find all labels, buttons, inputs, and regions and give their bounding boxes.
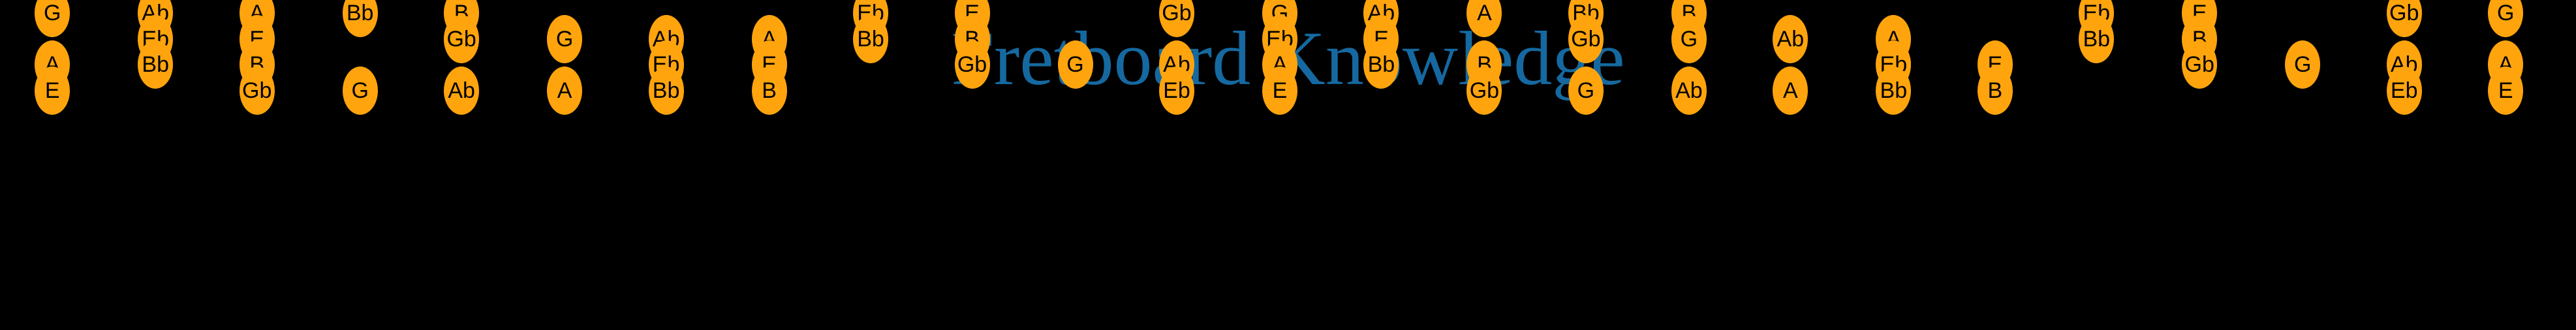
note-label: A (557, 78, 572, 103)
note-label: Gb (1162, 1, 1192, 25)
note-label: Bb (346, 1, 374, 25)
fret-note-marker: B (1977, 67, 2013, 115)
fret-note-marker: A (547, 67, 583, 115)
fret-note-marker: E (35, 67, 70, 115)
fret-note-marker: G (1671, 15, 1707, 63)
fret-note-marker: Gb (954, 40, 990, 89)
note-label: Bb (2083, 27, 2111, 52)
note-label: G (1066, 52, 1084, 77)
fret-note-marker: Bb (138, 40, 174, 89)
note-label: A (1782, 78, 1798, 103)
note-label: Bb (652, 78, 680, 103)
note-label: G (1680, 27, 1698, 52)
note-label: Gb (446, 27, 476, 52)
note-label: B (762, 78, 777, 103)
note-label: Bb (142, 52, 170, 77)
fret-note-marker: G (1057, 40, 1093, 89)
fret-note-marker: Gb (444, 15, 480, 63)
note-label: Bb (857, 27, 884, 52)
fret-note-marker: Gb (2182, 40, 2218, 89)
fret-note-marker: Gb (1466, 67, 1502, 115)
fret-note-marker: Bb (1876, 67, 1912, 115)
note-label: Bb (1367, 52, 1395, 77)
fret-note-marker: Ab (444, 67, 480, 115)
fret-note-marker: G (342, 67, 378, 115)
note-label: Bb (1880, 78, 1908, 103)
fret-note-marker: Bb (1363, 40, 1399, 89)
fret-note-marker: Bb (342, 0, 378, 37)
note-label: Eb (1163, 78, 1190, 103)
note-label: G (2496, 1, 2515, 25)
fret-note-marker: Eb (1158, 67, 1194, 115)
note-label: E (2498, 78, 2513, 103)
fret-note-marker: Gb (2386, 0, 2422, 37)
fret-note-marker: G (2488, 0, 2524, 37)
fret-note-marker: A (1773, 67, 1808, 115)
note-label: G (1577, 78, 1595, 103)
fret-note-marker: G (1568, 67, 1604, 115)
fret-note-marker: G (2285, 40, 2321, 89)
note-label: G (351, 78, 369, 103)
fret-note-marker: Bb (648, 67, 684, 115)
note-label: Gb (1571, 27, 1601, 52)
fret-note-marker: Gb (1158, 0, 1194, 37)
note-label: Gb (2389, 1, 2419, 25)
fret-note-marker: Gb (1568, 15, 1604, 63)
fret-note-marker: Ab (1773, 15, 1808, 63)
note-label: E (1272, 78, 1288, 103)
fret-note-marker: Bb (2079, 15, 2115, 63)
note-label: Gb (957, 52, 987, 77)
fret-note-marker: B (751, 67, 787, 115)
fret-note-marker: E (2488, 67, 2524, 115)
fret-note-marker: Ab (1671, 67, 1707, 115)
fret-note-marker: G (35, 0, 70, 37)
fret-note-marker: G (547, 15, 583, 63)
fret-note-marker: Eb (2386, 67, 2422, 115)
note-label: Gb (2184, 52, 2214, 77)
note-label: Gb (242, 78, 272, 103)
note-label: E (44, 78, 60, 103)
fret-note-marker: Gb (239, 67, 275, 115)
note-label: Gb (1469, 78, 1500, 103)
fret-note-marker: E (1262, 67, 1297, 115)
note-label: Ab (448, 78, 475, 103)
note-label: G (44, 1, 61, 25)
fret-note-marker: Bb (853, 15, 889, 63)
note-label: Ab (1777, 27, 1805, 52)
note-label: Eb (2390, 78, 2418, 103)
note-label: B (1987, 78, 2003, 103)
note-label: A (1477, 1, 1492, 25)
note-label: Ab (1675, 78, 1703, 103)
note-label: G (555, 27, 574, 52)
fret-note-marker: A (1466, 0, 1502, 37)
note-label: G (2293, 52, 2312, 77)
